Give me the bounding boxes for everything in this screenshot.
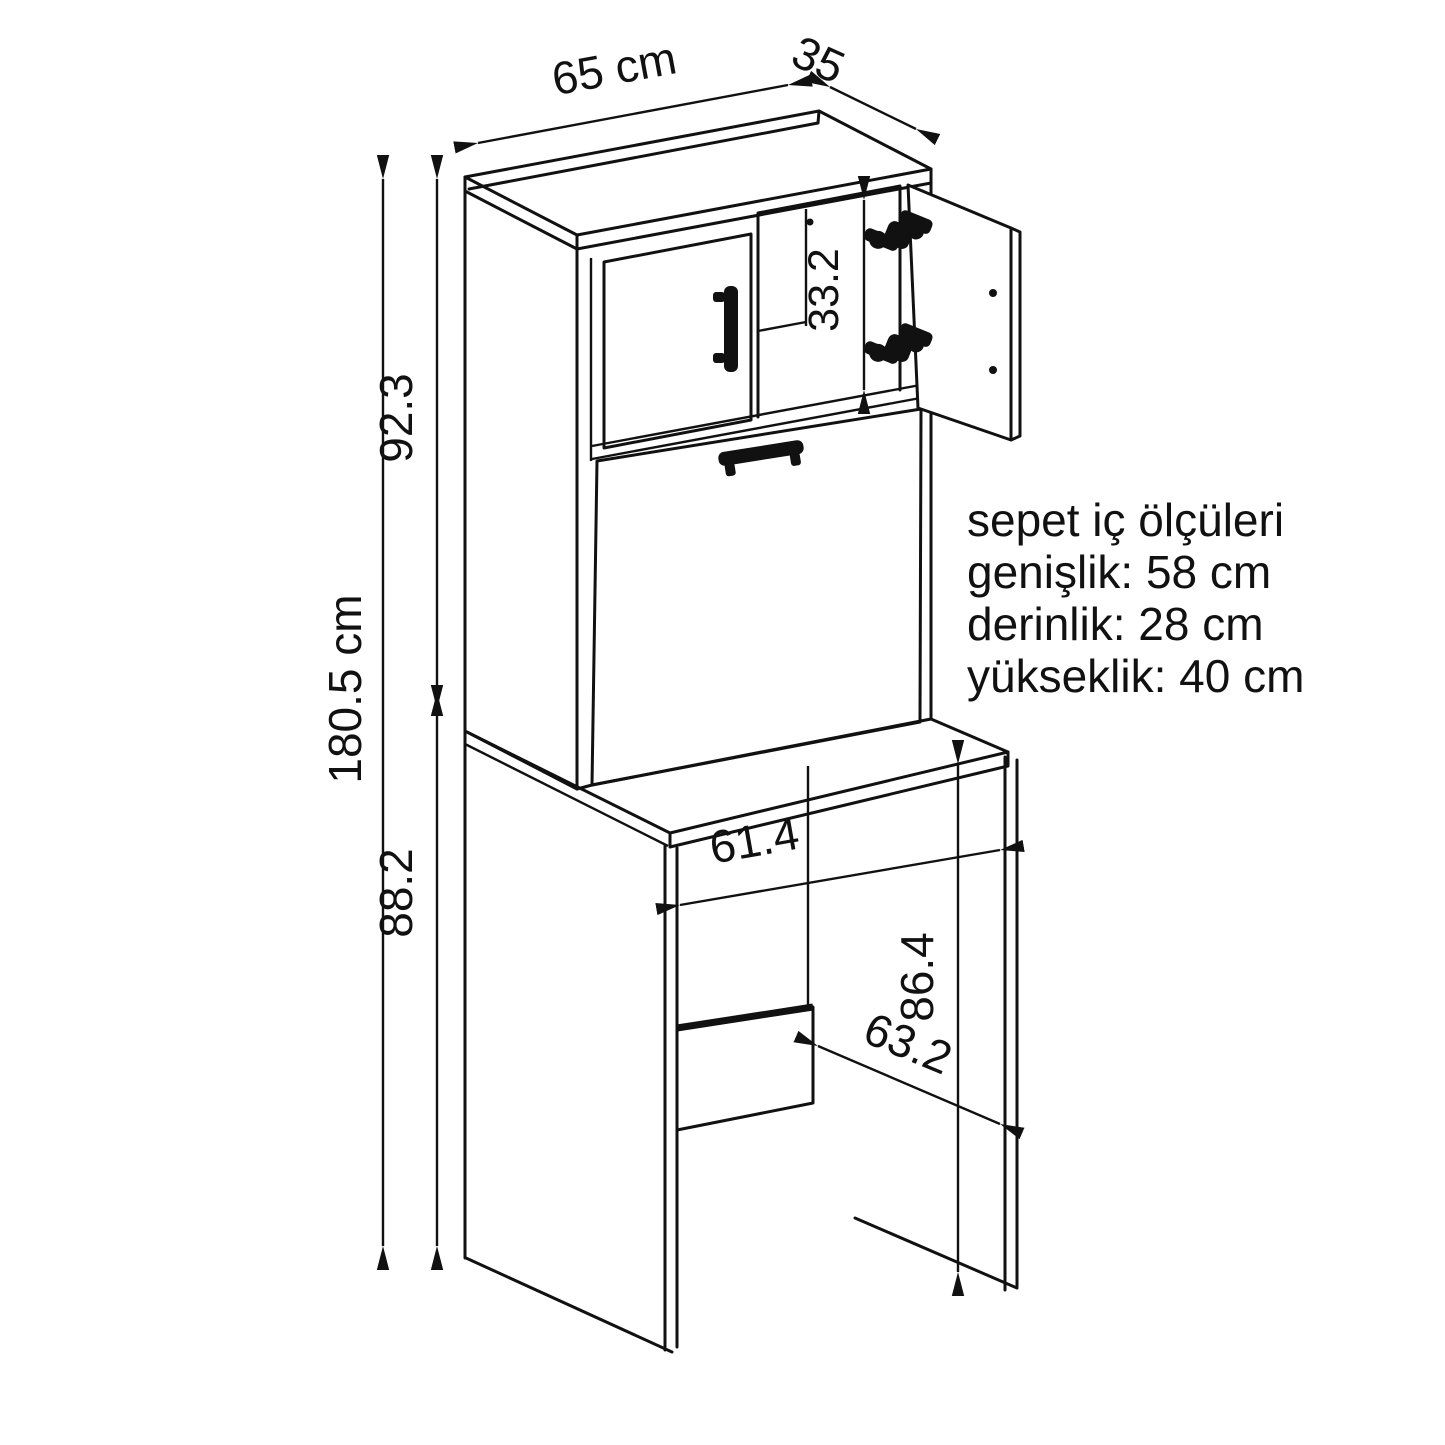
dim-total-height-label: 180.5 cm	[319, 594, 371, 783]
dim-niche-width-614: 61.4	[655, 807, 1025, 916]
left-door	[602, 232, 753, 450]
note-title: sepet iç ölçüleri	[967, 494, 1284, 546]
door-hinge-bottom	[863, 323, 933, 364]
dim-width-65-label: 65 cm	[548, 31, 681, 105]
dim-lower-height-label: 88.2	[370, 848, 422, 938]
dim-door-opening-332: 33.2	[800, 176, 871, 414]
flap-handle	[718, 440, 804, 477]
dim-niche-width-label: 61.4	[706, 807, 803, 874]
dim-door-opening-label: 33.2	[800, 248, 848, 332]
open-door	[863, 183, 1022, 442]
notes-block: sepet iç ölçüleri genişlik: 58 cm derinl…	[967, 494, 1304, 702]
door-opening-interior	[756, 184, 902, 419]
dim-niche-height-864: 86.4	[891, 740, 965, 1296]
dim-upper-height-923: 92.3	[370, 155, 444, 716]
door-hinge-top	[863, 210, 933, 251]
dim-niche-height-label: 86.4	[891, 932, 943, 1022]
note-height: yükseklik: 40 cm	[967, 650, 1304, 702]
dim-depth-35-label: 35	[785, 25, 853, 93]
note-width: genişlik: 58 cm	[967, 546, 1271, 598]
hamper-flap	[590, 407, 923, 787]
left-door-handle	[713, 286, 738, 372]
dim-niche-depth-632: 63.2	[793, 1002, 1025, 1140]
left-side-panel	[463, 189, 679, 1354]
note-depth: derinlik: 28 cm	[967, 598, 1264, 650]
dim-total-height-1805: 180.5 cm	[319, 155, 390, 1270]
dim-lower-height-882: 88.2	[370, 685, 444, 1270]
dim-upper-height-label: 92.3	[370, 373, 422, 463]
dim-niche-depth-label: 63.2	[857, 1002, 960, 1084]
